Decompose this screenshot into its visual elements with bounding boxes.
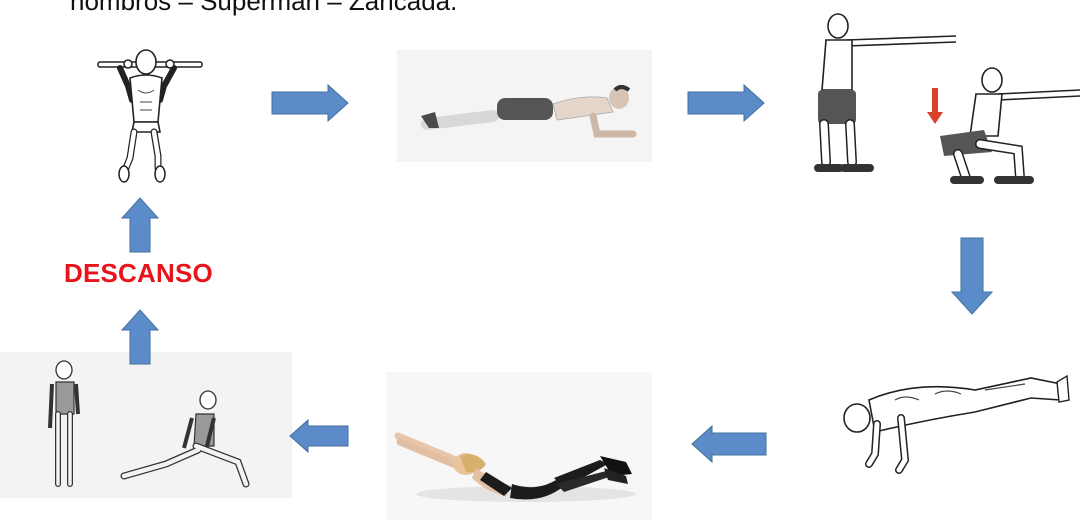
pullup-figure xyxy=(88,40,210,188)
arrow-down xyxy=(950,236,994,316)
superman-image xyxy=(386,372,652,520)
lunge-figure xyxy=(0,352,292,498)
arrow-up-1 xyxy=(120,308,160,366)
plank-figure xyxy=(397,50,652,162)
arrow-right-1 xyxy=(270,83,350,123)
superman-figure xyxy=(386,372,652,520)
squat-figure xyxy=(808,12,1085,190)
arrow-left-1 xyxy=(690,424,768,464)
arrow-right-2 xyxy=(686,83,766,123)
pullup-image xyxy=(88,40,210,188)
rest-label: DESCANSO xyxy=(64,258,213,289)
arrow-left-2 xyxy=(288,418,350,454)
plank-image xyxy=(397,50,652,162)
squat-image xyxy=(808,12,1085,190)
lunge-image xyxy=(0,352,292,498)
arrow-up-2 xyxy=(120,196,160,254)
pushup-image xyxy=(835,360,1075,480)
header-text: hombros – Superman – Zancada. xyxy=(70,0,457,17)
pushup-figure xyxy=(835,360,1075,480)
